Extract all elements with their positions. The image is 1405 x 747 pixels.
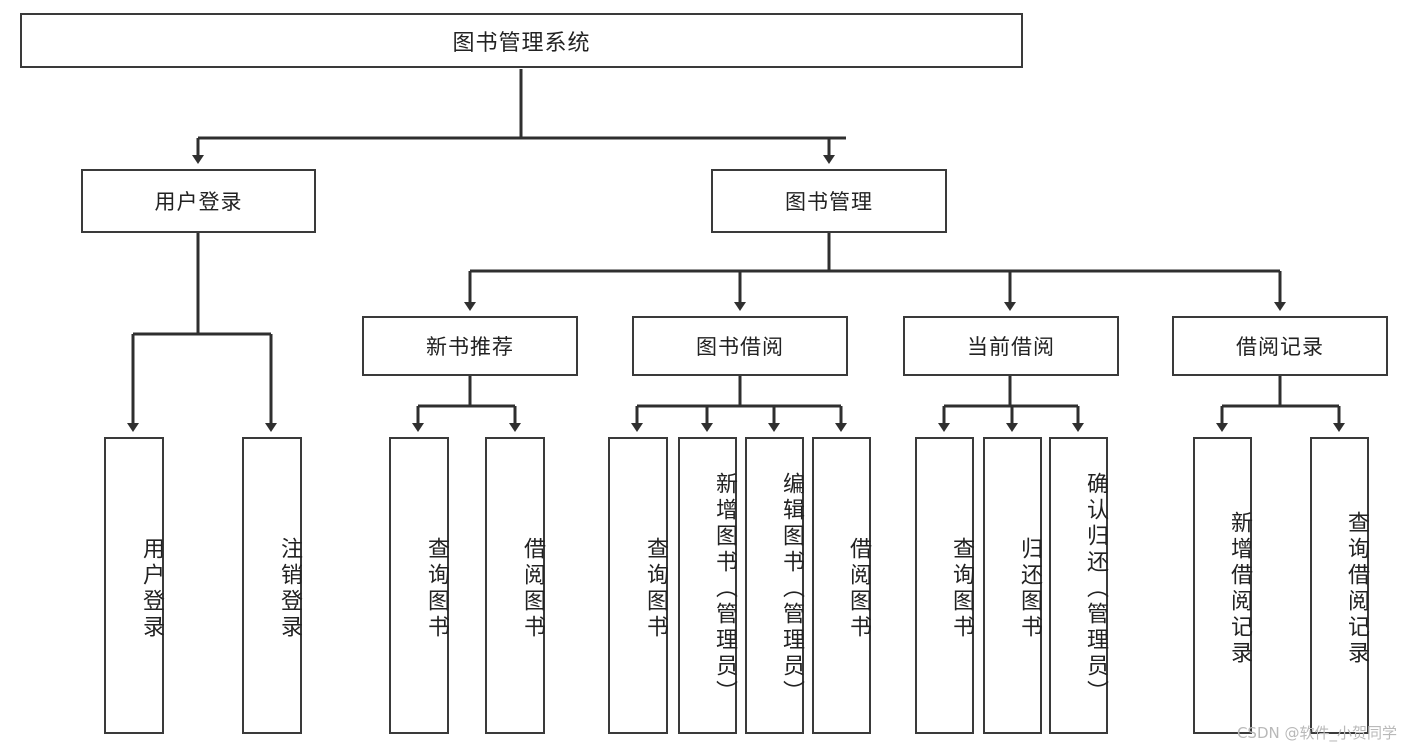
node-label: 图书管理系统 bbox=[452, 30, 591, 56]
node-root-system[interactable]: 图书管理系统 bbox=[20, 13, 1023, 68]
node-label: 图书管理 bbox=[785, 190, 873, 214]
node-label: 编辑图书（管理员） bbox=[779, 471, 804, 706]
leaf-current-confirm-return-admin[interactable]: 确认归还（管理员） bbox=[1049, 437, 1108, 734]
node-label: 新增图书（管理员） bbox=[712, 471, 737, 706]
node-label: 查询图书 bbox=[949, 536, 974, 641]
leaf-user-login-login[interactable]: 用户登录 bbox=[104, 437, 164, 734]
node-user-login[interactable]: 用户登录 bbox=[81, 169, 316, 233]
node-label: 查询图书 bbox=[643, 536, 668, 641]
node-book-management[interactable]: 图书管理 bbox=[711, 169, 947, 233]
node-label: 用户登录 bbox=[139, 536, 164, 641]
node-label: 借阅图书 bbox=[520, 536, 545, 641]
leaf-record-query-record[interactable]: 查询借阅记录 bbox=[1310, 437, 1369, 734]
node-label: 当前借阅 bbox=[967, 335, 1055, 359]
leaf-borrow-borrow-book[interactable]: 借阅图书 bbox=[812, 437, 871, 734]
node-current-borrow[interactable]: 当前借阅 bbox=[903, 316, 1119, 376]
node-label: 确认归还（管理员） bbox=[1083, 471, 1108, 706]
node-label: 借阅图书 bbox=[846, 536, 871, 641]
node-label: 借阅记录 bbox=[1236, 335, 1324, 359]
node-label: 注销登录 bbox=[277, 536, 302, 641]
leaf-recommend-borrow-book[interactable]: 借阅图书 bbox=[485, 437, 545, 734]
leaf-recommend-query-book[interactable]: 查询图书 bbox=[389, 437, 449, 734]
node-borrow-record[interactable]: 借阅记录 bbox=[1172, 316, 1388, 376]
leaf-current-query-book[interactable]: 查询图书 bbox=[915, 437, 974, 734]
leaf-user-login-logout[interactable]: 注销登录 bbox=[242, 437, 302, 734]
leaf-borrow-edit-book-admin[interactable]: 编辑图书（管理员） bbox=[745, 437, 804, 734]
node-book-borrow[interactable]: 图书借阅 bbox=[632, 316, 848, 376]
node-label: 查询图书 bbox=[424, 536, 449, 641]
node-label: 查询借阅记录 bbox=[1344, 510, 1369, 667]
leaf-borrow-query-book[interactable]: 查询图书 bbox=[608, 437, 668, 734]
node-label: 新增借阅记录 bbox=[1227, 510, 1252, 667]
node-label: 归还图书 bbox=[1017, 536, 1042, 641]
node-label: 图书借阅 bbox=[696, 335, 784, 359]
leaf-record-add-record[interactable]: 新增借阅记录 bbox=[1193, 437, 1252, 734]
leaf-current-return-book[interactable]: 归还图书 bbox=[983, 437, 1042, 734]
node-label: 用户登录 bbox=[154, 190, 243, 214]
watermark: CSDN @软件_小贺同学 bbox=[1236, 724, 1397, 742]
node-new-book-recommend[interactable]: 新书推荐 bbox=[362, 316, 578, 376]
leaf-borrow-add-book-admin[interactable]: 新增图书（管理员） bbox=[678, 437, 737, 734]
node-label: 新书推荐 bbox=[426, 335, 514, 359]
